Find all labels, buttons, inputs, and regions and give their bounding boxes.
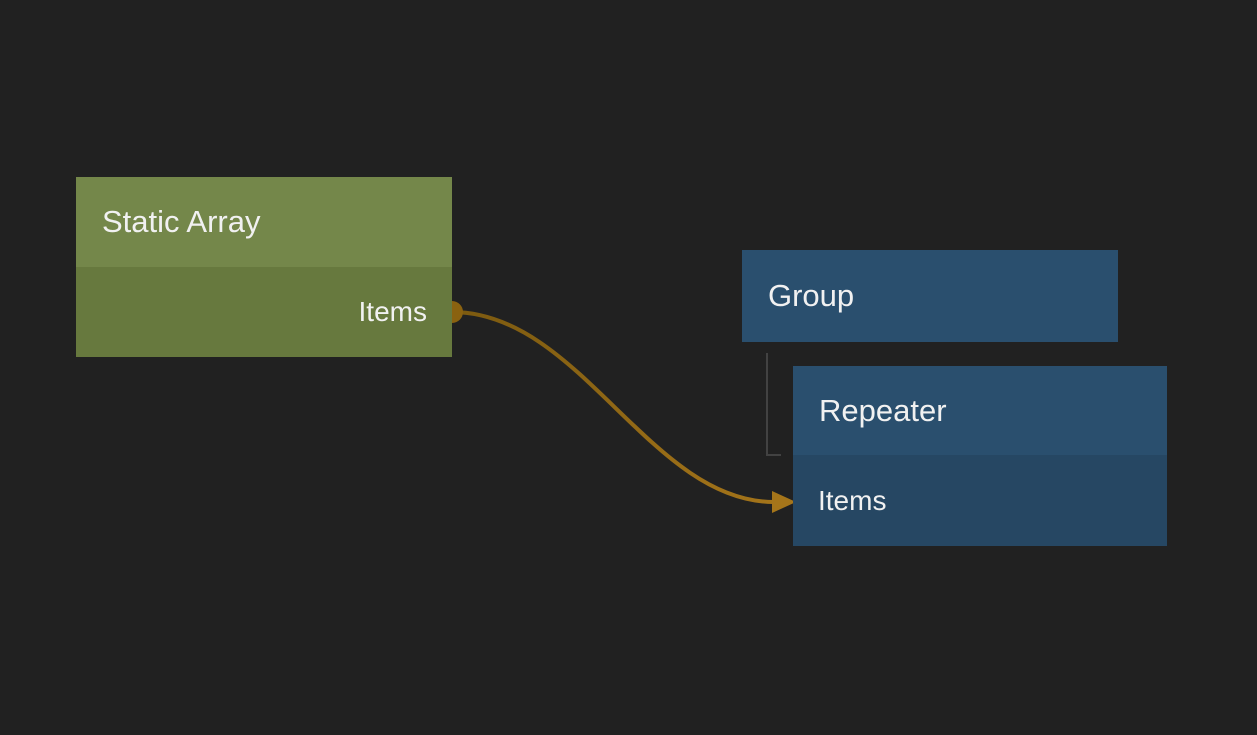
port-label: Items — [818, 484, 887, 516]
hierarchy-connector-line — [766, 353, 781, 456]
connection-wire[interactable] — [451, 310, 775, 504]
node-title: Group — [768, 278, 855, 313]
node-static-array-body: Items — [76, 267, 452, 357]
port-label: Items — [358, 296, 427, 327]
node-group-header: Group — [742, 250, 1118, 342]
node-title: Repeater — [819, 392, 947, 428]
node-static-array[interactable]: Static Array Items — [76, 177, 452, 357]
node-title: Static Array — [102, 204, 261, 239]
node-repeater[interactable]: Repeater Items — [793, 366, 1167, 546]
node-repeater-header: Repeater — [793, 366, 1167, 455]
node-repeater-body: Items — [793, 455, 1167, 546]
port-row-items-input[interactable]: Items — [793, 455, 1167, 546]
node-group[interactable]: Group — [742, 250, 1118, 342]
node-static-array-header: Static Array — [76, 177, 452, 267]
port-row-items-output[interactable]: Items — [76, 267, 452, 357]
